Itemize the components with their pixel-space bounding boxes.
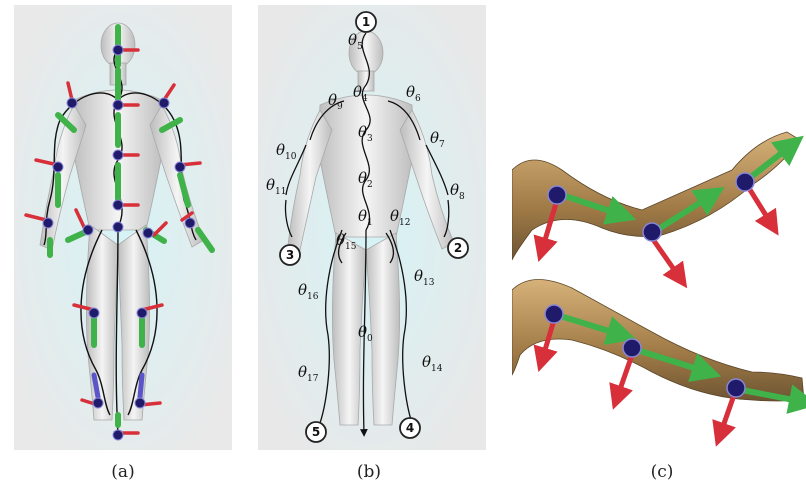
endpoint-4-label: 4 [406, 421, 414, 435]
lower-arm-rendering [512, 279, 804, 435]
panel-b-joint-angles-diagram: 1 2 3 4 5 θ5θ4θ6θ9θ3θ7θ10θ2θ8θ11θ1θ12θ15… [258, 5, 486, 450]
upper-arm-rendering [512, 132, 800, 278]
caption-a: (a) [93, 462, 153, 482]
caption-c: (c) [632, 462, 692, 482]
endpoint-2-label: 2 [454, 241, 462, 255]
endpoint-1-label: 1 [362, 15, 370, 29]
endpoint-3-label: 3 [286, 248, 294, 262]
endpoint-5-label: 5 [312, 425, 320, 439]
panel-a-skeleton-with-joint-axes [14, 5, 232, 450]
panel-c-arm-renderings [512, 110, 806, 450]
caption-b: (b) [339, 462, 399, 482]
